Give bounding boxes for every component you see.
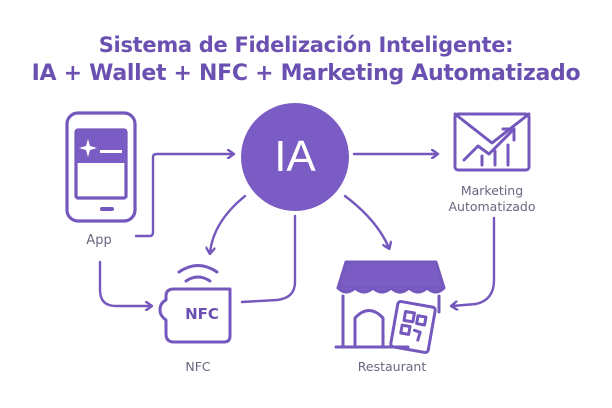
envelope-chart-icon <box>453 112 531 172</box>
phone-screen-line <box>100 150 122 153</box>
arrow-ai-to-restaurant <box>343 194 389 248</box>
connector-ai-to-nfc-line <box>240 214 297 304</box>
diagram-title-line2: IA + Wallet + NFC + Marketing Automatiza… <box>31 61 581 86</box>
nfc-card-icon <box>158 264 232 344</box>
node-label-app: App <box>86 233 112 248</box>
node-label-nfc: NFC <box>185 359 211 374</box>
restaurant-icon <box>334 260 446 354</box>
phone-icon <box>65 111 137 223</box>
arrow-app-to-ai <box>134 154 233 238</box>
node-label-marketing-1: Marketing <box>460 183 524 198</box>
node-label-marketing-2: Automatizado <box>448 199 536 214</box>
node-label-restaurant: Restaurant <box>357 359 427 374</box>
arrow-ai-to-nfc <box>210 194 247 253</box>
sparkle-icon <box>79 139 97 157</box>
arrow-app-to-nfc <box>98 260 151 306</box>
ai-node-label: IA <box>274 132 316 181</box>
diagram-title-line1: Sistema de Fidelización Inteligente: <box>98 33 514 57</box>
arrow-marketing-to-restaurant <box>452 216 496 306</box>
ai-node <box>241 103 349 211</box>
nfc-card-text: NFC <box>185 305 219 323</box>
